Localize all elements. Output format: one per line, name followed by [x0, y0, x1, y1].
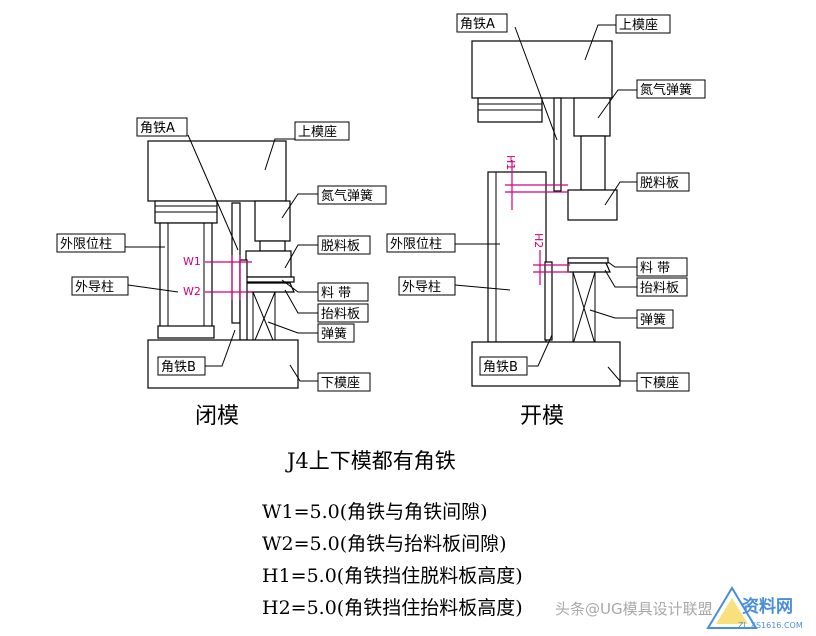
closed-angle-iron-b — [239, 259, 248, 341]
open-label-upper-die-seat: 上模座 — [619, 18, 658, 33]
closed-leaders — [125, 134, 318, 382]
watermark: 头条@UG模具设计联盟 资料网 ZL.XS1616.COM — [555, 586, 803, 630]
open-upper-die-seat — [471, 40, 613, 99]
open-label-strip: 料 带 — [640, 261, 670, 276]
open-lifter-plate — [567, 262, 611, 273]
open-label-stripper-plate: 脱料板 — [640, 176, 679, 191]
open-caption: 开模 — [520, 404, 564, 429]
open-leaders — [454, 24, 637, 382]
open-label-lifter-plate: 抬料板 — [640, 281, 679, 296]
open-angle-iron-b — [544, 261, 553, 341]
closed-label-nitrogen-spring: 氮气弹簧 — [321, 188, 373, 204]
open-stripper-plate — [567, 189, 618, 221]
open-strip — [567, 257, 609, 264]
note-h1: H1=5.0(角铁挡住脱料板高度) — [262, 565, 523, 587]
open-label-outer-guide-post: 外导柱 — [402, 280, 441, 295]
closed-label-boxes: 角铁A 上模座 氮气弹簧 脱料板 外限位柱 外导柱 料 带 抬料板 弹簧 角铁B… — [56, 117, 387, 392]
closed-caption: 闭模 — [195, 404, 239, 429]
closed-dim-w2: W2 — [183, 285, 201, 298]
closed-label-stripper-plate: 脱料板 — [321, 239, 360, 254]
closed-upper-die-seat — [147, 140, 287, 202]
closed-angle-iron-a — [231, 202, 241, 324]
closed-label-outer-guide-post: 外导柱 — [75, 280, 114, 295]
closed-lifter-plate — [245, 282, 295, 293]
closed-label-upper-die-seat: 上模座 — [298, 125, 337, 140]
closed-label-outer-limit-post: 外限位柱 — [60, 237, 112, 252]
note-h2: H2=5.0(角铁挡住抬料板高度) — [262, 597, 523, 619]
open-label-boxes: 角铁A 上模座 氮气弹簧 脱料板 外限位柱 外导柱 料 带 抬料板 弹簧 角铁B… — [386, 13, 706, 392]
open-outer-guide-post — [487, 171, 547, 343]
diagram-title: J4上下模都有角铁 — [285, 449, 456, 473]
open-dim-h1: H1 — [504, 155, 517, 170]
note-w1: W1=5.0(角铁与角铁间隙) — [262, 501, 488, 523]
open-dim-h2: H2 — [532, 233, 545, 248]
open-label-lower-die-seat: 下模座 — [640, 376, 679, 391]
open-nitrogen-spring — [573, 97, 611, 137]
open-label-spring: 弹簧 — [640, 312, 666, 328]
closed-strip — [245, 276, 295, 283]
watermark-url: ZL.XS1616.COM — [738, 621, 803, 630]
closed-label-lower-die-seat: 下模座 — [321, 376, 360, 391]
closed-label-angle-iron-b: 角铁B — [161, 360, 196, 375]
open-label-angle-iron-a: 角铁A — [460, 17, 495, 32]
closed-stripper-plate — [245, 250, 292, 278]
open-label-nitrogen-spring: 氮气弹簧 — [640, 82, 692, 98]
watermark-logo-text: 资料网 — [742, 596, 793, 617]
watermark-text: 头条@UG模具设计联盟 — [555, 600, 713, 618]
closed-label-spring: 弹簧 — [321, 326, 347, 342]
closed-nitrogen-spring — [254, 200, 291, 242]
open-label-angle-iron-b: 角铁B — [483, 360, 518, 375]
open-angle-iron-a — [553, 97, 562, 192]
watermark-logo-icon — [706, 586, 758, 629]
closed-label-lifter-plate: 抬料板 — [321, 307, 360, 322]
closed-label-strip: 料 带 — [321, 286, 351, 301]
note-w2: W2=5.0(角铁与抬料板间隙) — [262, 533, 507, 555]
closed-outer-guide-post — [159, 222, 213, 336]
closed-die-view: W1 W2 角铁A 上模座 氮气弹簧 脱料板 外限位柱 — [56, 117, 387, 429]
open-die-view: H1 H2 角铁A 上模座 氮气弹簧 脱料板 外限位柱 — [386, 13, 706, 429]
open-label-outer-limit-post: 外限位柱 — [390, 237, 442, 252]
closed-label-angle-iron-a: 角铁A — [140, 121, 175, 136]
closed-dim-w1: W1 — [183, 255, 201, 268]
